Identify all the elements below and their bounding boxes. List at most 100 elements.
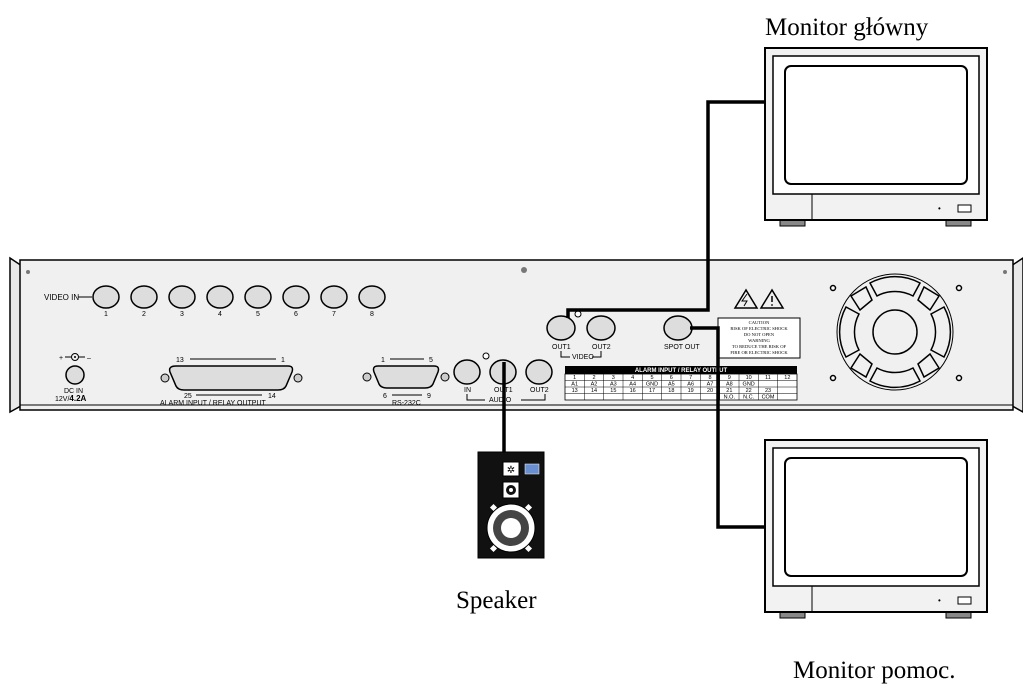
video-in-bnc-4[interactable] — [206, 285, 234, 309]
audio-in-rca[interactable] — [453, 359, 481, 385]
rs232-pin-6: 6 — [383, 393, 387, 400]
caution-warning-icon — [759, 288, 785, 309]
dc-in-jack[interactable] — [65, 365, 85, 385]
rs232-pin-9: 9 — [427, 393, 431, 400]
pin-table-cell: 11 — [765, 375, 771, 381]
cable-video-out1-to-main-monitor — [566, 100, 765, 318]
video-in-label: VIDEO IN — [44, 293, 79, 302]
pin-table-cell: 1 — [573, 375, 576, 381]
rs232-pin-1: 1 — [381, 357, 385, 364]
aux-monitor-screen — [784, 457, 968, 577]
pin-table-cell: 12 — [784, 375, 790, 381]
main-monitor-label: Monitor główny — [765, 14, 929, 41]
video-out1-label: OUT1 — [552, 344, 571, 351]
svg-text:–: – — [87, 355, 91, 362]
pin-table-cell: 13 — [572, 388, 578, 394]
pin-table-cell: 22 — [746, 388, 752, 394]
alarm-connector-label: ALARM INPUT / RELAY OUTPUT — [160, 400, 267, 407]
dvr-rear-panel: VIDEO IN 1 2 3 4 5 6 7 8 + – DC — [9, 256, 1023, 414]
dc-rating-prefix: 12V/ — [55, 396, 69, 403]
pin-table-cell: 16 — [630, 388, 636, 394]
pin-table-cell: 23 — [765, 388, 771, 394]
speaker-icon: ✲ — [477, 451, 545, 559]
video-in-channel-5: 5 — [256, 311, 260, 318]
main-monitor-screen — [784, 65, 968, 185]
video-in-channel-3: 3 — [180, 311, 184, 318]
video-out2-label: OUT2 — [592, 344, 611, 351]
panel-screw-right — [1003, 270, 1007, 274]
video-out1-bnc[interactable] — [546, 315, 576, 341]
pin-table-cell: 2 — [592, 375, 595, 381]
audio-in-label: IN — [464, 387, 471, 394]
video-in-channel-2: 2 — [142, 311, 146, 318]
caution-line-3: DO NOT OPEN — [744, 332, 775, 337]
pin-table-cell: N.C. — [743, 395, 754, 401]
pin-table-cell: 18 — [668, 388, 674, 394]
pin-table-cell: 17 — [649, 388, 655, 394]
pin-table-cell: GND — [646, 382, 658, 388]
pin-table-cell: A8 — [726, 382, 733, 388]
svg-text:•: • — [938, 596, 941, 605]
pin-table-title: ALARM INPUT / RELAY OUTPUT — [635, 368, 728, 374]
video-in-bnc-connectors — [92, 285, 386, 309]
svg-text:12V/4.2A: 12V/4.2A — [55, 394, 87, 403]
audio-out2-rca[interactable] — [525, 359, 553, 385]
speaker-label: Speaker — [456, 587, 537, 614]
pin-table-cell: A2 — [591, 382, 598, 388]
pin-table-cell: 10 — [746, 375, 752, 381]
video-in-bnc-7[interactable] — [320, 285, 348, 309]
pin-table-cell: 21 — [726, 388, 732, 394]
electric-shock-warning-icon — [733, 288, 759, 309]
panel-screw-left — [26, 270, 30, 274]
caution-line-2: RISK OF ELECTRIC SHOCK — [730, 326, 788, 331]
video-in-bnc-5[interactable] — [244, 285, 272, 309]
pin-table-cell: 5 — [650, 375, 653, 381]
cable-spot-out-to-aux-monitor — [690, 326, 765, 529]
pin-table-cell: A3 — [610, 382, 617, 388]
pin-table-cell: 3 — [612, 375, 615, 381]
aux-monitor: • — [764, 439, 988, 619]
pin-table-cell: 19 — [688, 388, 694, 394]
alarm-pin-25: 25 — [184, 393, 192, 400]
video-in-channel-8: 8 — [370, 311, 374, 318]
pin-table-cell: A6 — [687, 382, 694, 388]
rs232-pin-5: 5 — [429, 357, 433, 364]
dc-rating-value: 4.2A — [69, 394, 86, 403]
dc-in-label: DC IN — [64, 388, 83, 395]
pin-table-cell: 7 — [689, 375, 692, 381]
alarm-pin-14: 14 — [268, 393, 276, 400]
audio-out2-label: OUT2 — [530, 387, 549, 394]
pin-table-cell: A7 — [707, 382, 714, 388]
rs232-label: RS-232C — [392, 400, 421, 407]
video-in-channel-6: 6 — [294, 311, 298, 318]
svg-text:+: + — [59, 355, 63, 362]
audio-group-label: AUDIO — [489, 397, 512, 404]
video-in-bnc-1[interactable] — [92, 285, 120, 309]
video-out2-bnc[interactable] — [586, 315, 616, 341]
video-in-bnc-6[interactable] — [282, 285, 310, 309]
video-in-bnc-8[interactable] — [358, 285, 386, 309]
pin-table-cell: A5 — [668, 382, 675, 388]
alarm-pin-1: 1 — [281, 357, 285, 364]
cables — [502, 100, 765, 529]
rs232-db9-connector[interactable] — [372, 365, 440, 389]
alarm-pin-13: 13 — [176, 357, 184, 364]
pin-table-cell: 8 — [708, 375, 711, 381]
video-in-bnc-3[interactable] — [168, 285, 196, 309]
spot-out-bnc[interactable] — [663, 315, 693, 341]
video-in-channel-7: 7 — [332, 311, 336, 318]
dc-polarity-icon: + – — [59, 353, 91, 362]
alarm-db25-connector[interactable] — [168, 365, 294, 391]
pin-table-cell: 6 — [670, 375, 673, 381]
caution-line-4: WARNING — [748, 338, 770, 343]
video-out-group-label: VIDEO — [572, 354, 594, 361]
main-monitor: • — [764, 47, 988, 227]
pin-table-cell: A4 — [629, 382, 636, 388]
pin-table-cell: 4 — [631, 375, 634, 381]
svg-text:•: • — [938, 204, 941, 213]
video-in-channel-4: 4 — [218, 311, 222, 318]
pin-table-cell: A1 — [571, 382, 578, 388]
video-in-bnc-2[interactable] — [130, 285, 158, 309]
